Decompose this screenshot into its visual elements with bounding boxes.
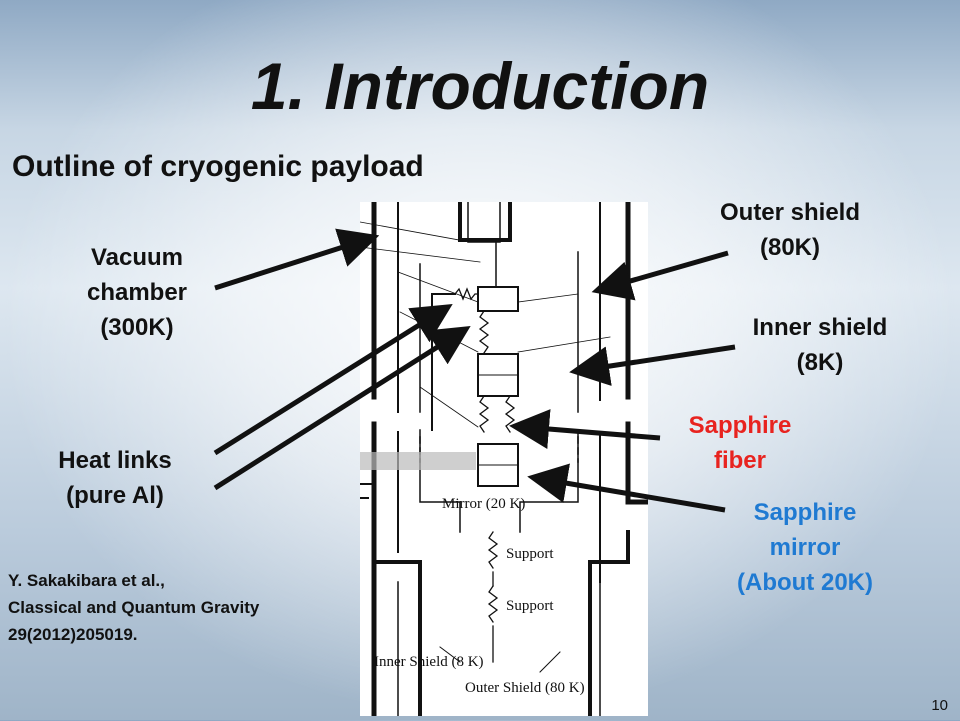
heat-link-arrow-2 [213, 325, 471, 491]
heat-links-label: Heat links (pure Al) [58, 447, 172, 509]
heat-link-arrow-1 [213, 304, 453, 456]
figure-mirror-label: Mirror (20 K) [442, 496, 525, 512]
citation: Y. Sakakibara et al., Classical and Quan… [8, 571, 260, 644]
outer-shield-label: Outer shield (80K) [719, 199, 861, 261]
figure-support-label-2: Support [506, 598, 554, 614]
sapphire-fiber-arrow [509, 409, 661, 449]
vacuum-chamber-arrow [214, 228, 380, 291]
sapphire-fiber-label: Sapphire fiber [688, 412, 792, 474]
figure-inner-shield-label: Inner Shield (8 K) [374, 654, 484, 670]
vacuum-chamber-label: Vacuum chamber (300K) [86, 244, 188, 341]
sapphire-mirror-arrow [527, 463, 726, 513]
inner-shield-arrow [569, 344, 736, 387]
slide-title: 1. Introduction [250, 49, 710, 123]
page-number: 10 [931, 697, 948, 714]
inner-shield-label: Inner shield (8K) [752, 314, 888, 376]
figure-outer-shield-label: Outer Shield (80 K) [465, 680, 585, 696]
figure-support-label-1: Support [506, 546, 554, 562]
slide-subtitle: Outline of cryogenic payload [12, 150, 424, 183]
outer-shield-arrow [591, 250, 729, 301]
shade-region [360, 452, 476, 470]
sapphire-mirror-label: Sapphire mirror (About 20K) [737, 499, 873, 596]
